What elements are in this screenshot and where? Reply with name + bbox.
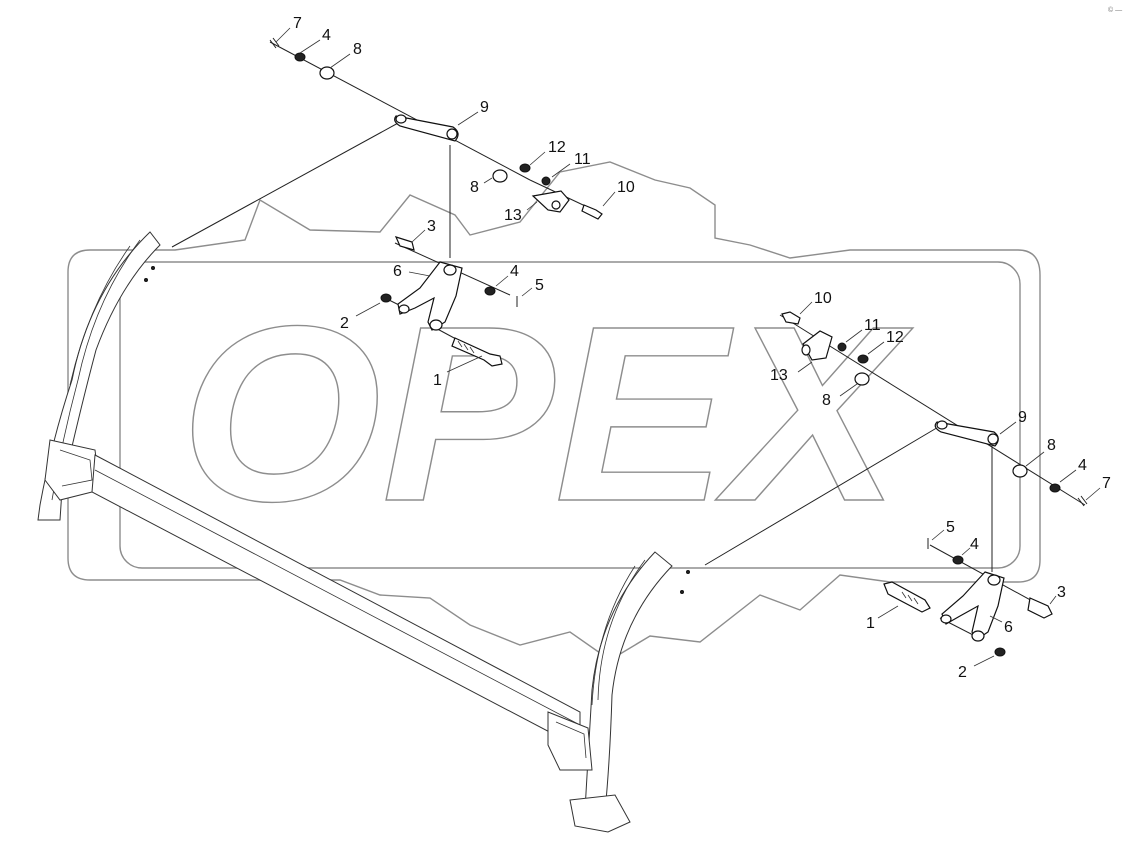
lower-assembly: 10 11 12 13 8 9 8 4 7 5 4 3 1 6 2: [704, 290, 1111, 681]
callout-lower-7: 7: [1102, 475, 1111, 492]
corner-mark: © —: [1108, 6, 1122, 14]
callout-upper-4b: 4: [510, 263, 519, 280]
callout-lower-5: 5: [946, 519, 955, 536]
nut-2-upper: [380, 293, 392, 303]
callout-upper-1: 1: [433, 372, 442, 389]
callout-upper-10: 10: [617, 179, 635, 196]
bracket-6-upper: [397, 261, 463, 331]
washer-4-upper: [294, 52, 306, 62]
bolt-10-lower: [781, 311, 801, 325]
bushing-8-lower-b: [1012, 464, 1028, 478]
upper-assembly: 7 4 8 9 12 11 8 10 13 3 6 4 5 2 1: [171, 15, 635, 389]
washer-11-lower: [837, 342, 847, 352]
washer-4-lower: [1049, 483, 1061, 493]
lever-arm-9-lower: [934, 421, 999, 447]
callout-lower-4: 4: [1078, 457, 1087, 474]
callout-lower-10: 10: [814, 290, 832, 307]
callout-lower-9: 9: [1018, 409, 1027, 426]
callout-upper-8a: 8: [353, 41, 362, 58]
callout-upper-5: 5: [535, 277, 544, 294]
clamp-13-upper: [531, 190, 570, 213]
callout-upper-6: 6: [393, 263, 402, 280]
callout-lower-12: 12: [886, 329, 904, 346]
callout-upper-11: 11: [574, 151, 591, 168]
machine-frame: [37, 231, 690, 833]
callout-upper-3: 3: [427, 218, 436, 235]
nut-12-lower: [857, 354, 869, 364]
bushing-8-upper-a: [319, 66, 335, 80]
callout-lower-2: 2: [958, 664, 967, 681]
callout-upper-9: 9: [480, 99, 489, 116]
lever-arm-9-upper: [394, 115, 459, 142]
washer-4-upper-b: [484, 286, 496, 296]
callout-upper-8b: 8: [470, 179, 479, 196]
watermark-gear-outline: [67, 161, 1041, 661]
washer-11-upper: [541, 176, 551, 186]
pin-3-upper: [394, 236, 415, 251]
callout-lower-6: 6: [1004, 619, 1013, 636]
callout-lower-8a: 8: [822, 392, 831, 409]
watermark-inner-frame: [119, 261, 1021, 569]
bolt-1-lower: [883, 581, 931, 613]
callout-lower-11: 11: [864, 317, 881, 334]
callout-lower-1: 1: [866, 615, 875, 632]
pin-3-lower: [1027, 597, 1053, 619]
callout-upper-12: 12: [548, 139, 566, 156]
callout-lower-13: 13: [770, 367, 788, 384]
callout-upper-7: 7: [293, 15, 302, 32]
callout-upper-4: 4: [322, 27, 331, 44]
bushing-8-lower-a: [854, 372, 870, 386]
nut-2-lower: [994, 647, 1006, 657]
callout-upper-13: 13: [504, 207, 522, 224]
washer-4-lower-b: [952, 555, 964, 565]
bushing-8-upper-b: [492, 169, 508, 183]
watermark-text: OPEX: [180, 274, 914, 553]
bracket-6-lower: [941, 571, 1005, 641]
bolt-10-upper: [581, 204, 603, 220]
callout-upper-2: 2: [340, 315, 349, 332]
right-post: [584, 551, 673, 813]
callout-lower-8b: 8: [1047, 437, 1056, 454]
clamp-13-lower: [802, 330, 833, 361]
nut-12-upper: [519, 163, 531, 173]
callout-lower-4b: 4: [970, 536, 979, 553]
callout-lower-3: 3: [1057, 584, 1066, 601]
cotter-pin-7-lower: [1077, 495, 1088, 507]
